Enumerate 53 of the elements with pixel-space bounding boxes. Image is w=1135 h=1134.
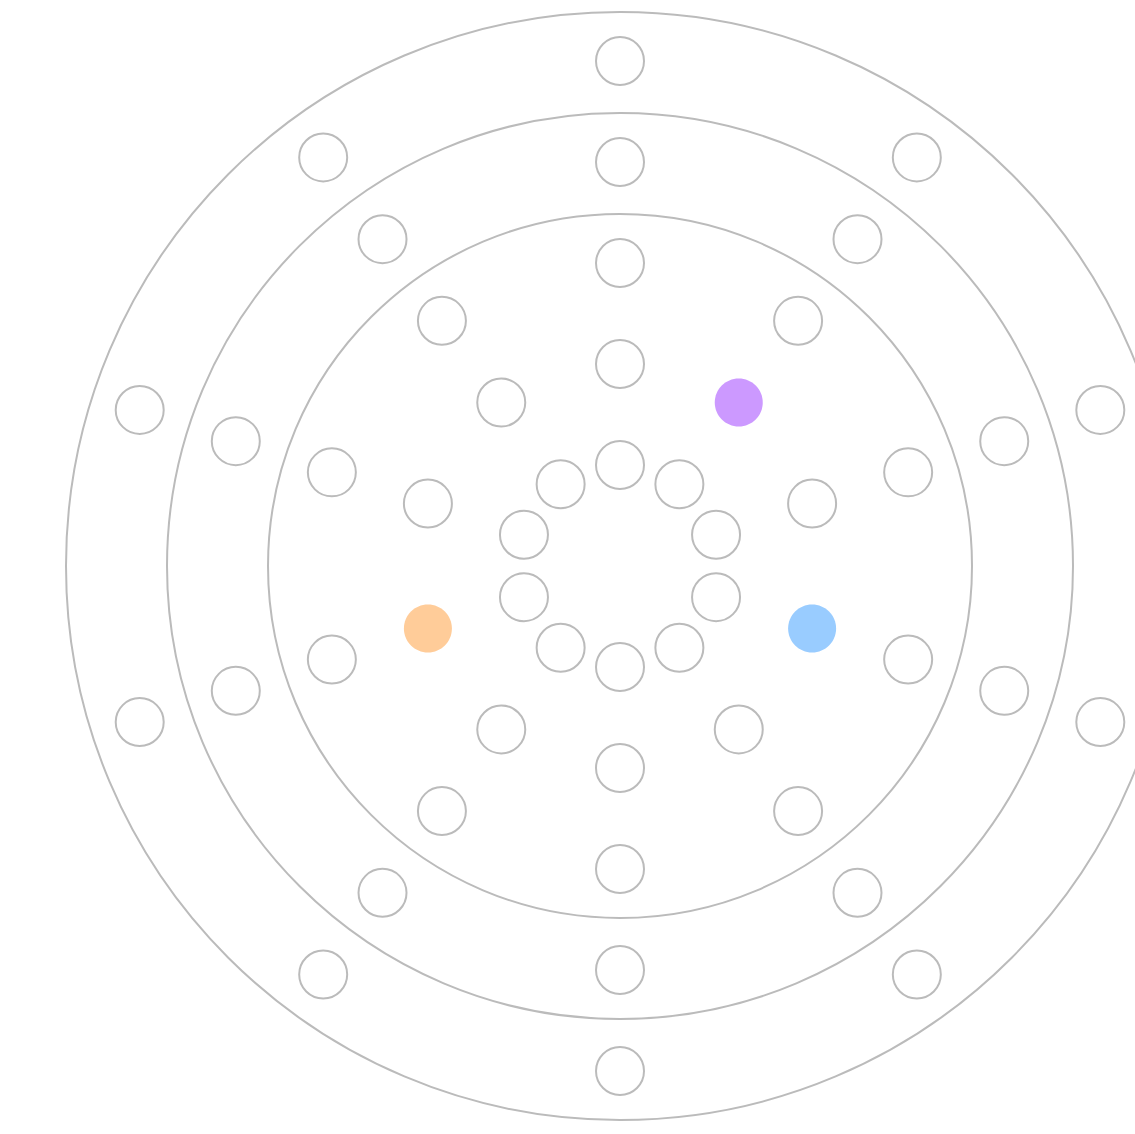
circle	[691, 509, 742, 560]
circle	[773, 295, 824, 346]
circle	[357, 214, 408, 265]
circle	[883, 447, 934, 498]
circle	[476, 704, 527, 755]
circle	[773, 786, 824, 837]
circle	[595, 642, 645, 692]
circle	[210, 665, 261, 716]
circle	[891, 949, 942, 1000]
circle	[787, 478, 838, 529]
circle	[832, 214, 883, 265]
ring	[65, 11, 1135, 1121]
circle	[788, 604, 837, 653]
circle	[654, 622, 705, 673]
circle	[1075, 384, 1126, 435]
circle	[714, 378, 763, 427]
circle	[595, 440, 645, 490]
circle	[306, 447, 357, 498]
circle	[498, 572, 549, 623]
circle	[713, 704, 764, 755]
circle	[402, 478, 453, 529]
circle	[595, 945, 645, 995]
circle	[114, 697, 165, 748]
circle	[357, 867, 408, 918]
circle	[979, 665, 1030, 716]
ring	[267, 213, 973, 919]
circle	[979, 416, 1030, 467]
circle	[883, 634, 934, 685]
circle	[654, 459, 705, 510]
circle	[535, 622, 586, 673]
circle	[595, 844, 645, 894]
circle	[891, 132, 942, 183]
circle	[416, 786, 467, 837]
circle	[595, 1046, 645, 1096]
circle	[210, 416, 261, 467]
circle	[298, 132, 349, 183]
circle	[595, 136, 645, 187]
circle	[535, 459, 586, 510]
circle	[416, 295, 467, 346]
circle	[595, 237, 645, 288]
circle	[832, 867, 883, 918]
circle	[403, 604, 452, 653]
circle	[306, 634, 357, 685]
circle	[298, 949, 349, 1000]
circle	[1075, 697, 1126, 748]
circle	[595, 339, 645, 389]
circle	[595, 36, 645, 86]
circle	[691, 572, 742, 623]
circle	[595, 742, 645, 793]
circle	[476, 377, 527, 428]
ring	[166, 112, 1074, 1020]
circle	[498, 509, 549, 560]
circle	[114, 384, 165, 435]
